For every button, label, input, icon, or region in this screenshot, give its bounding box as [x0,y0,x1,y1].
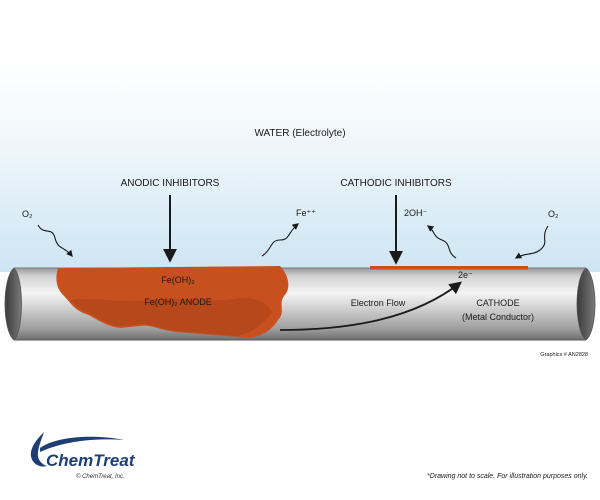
electron-flow-label: Electron Flow [351,298,406,308]
o2-left-wavy-arrow [37,224,73,258]
o2-left-label: O₂ [22,209,33,219]
fe-ion-wavy-arrow [261,223,300,257]
logo-copyright: © ChemTreat, Inc. [76,473,125,480]
pipe-left-end [4,267,22,341]
electrolyte-label: WATER (Electrolyte) [254,128,345,139]
anodic-inhibitors-label: ANODIC INHIBITORS [121,178,220,189]
hydroxide-label: 2OH⁻ [404,208,428,218]
disclaimer-text: *Drawing not to scale. For illustration … [427,473,588,480]
cathode-label: CATHODE [476,298,519,308]
water-region [0,58,600,272]
feoh2-top-label: Fe(OH)₂ [161,275,195,285]
o2-right-wavy-arrow [514,225,549,259]
cathodic-film [370,266,528,270]
hydroxide-wavy-arrow [426,225,457,259]
cathodic-inhibitors-label: CATHODIC INHIBITORS [340,178,452,189]
pipe-right-end [576,267,596,341]
cathode-sub-label: (Metal Conductor) [462,312,534,322]
electron-flow-arrow [279,281,462,331]
electrons-label: 2e⁻ [458,270,473,280]
anode-label: Fe(OH)₂ ANODE [144,297,212,307]
chemtreat-drop-icon [30,432,47,467]
chemtreat-logo: ChemTreat © ChemTreat, Inc. [30,432,136,480]
o2-right-label: O₂ [548,209,559,219]
fe-ion-label: Fe⁺⁺ [296,208,316,218]
logo-text: ChemTreat [46,451,136,470]
anode-corrosion-shade [70,297,272,336]
graphics-id: Graphics # AN2828 [540,352,588,358]
chemtreat-swoosh-icon [40,436,124,452]
